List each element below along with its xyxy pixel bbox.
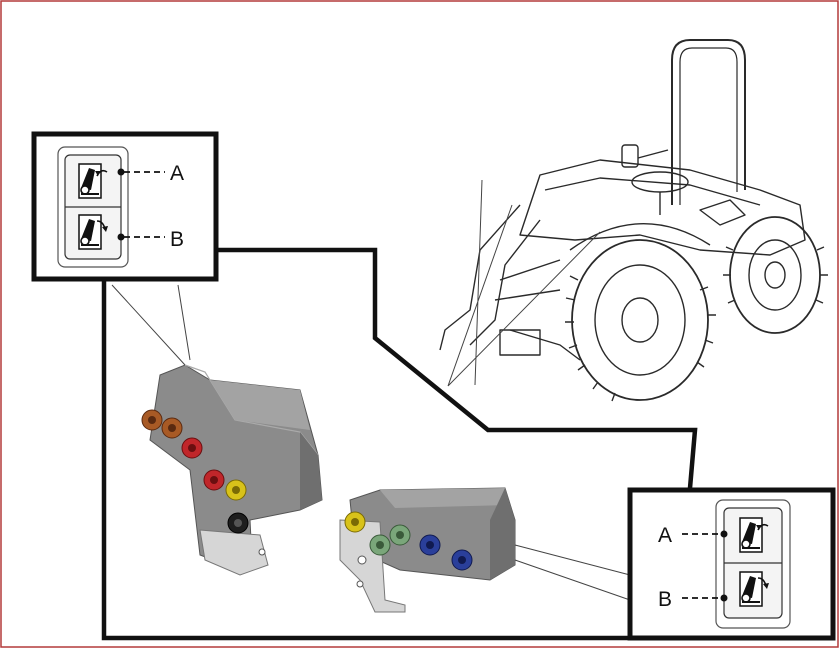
label-b-top: B — [170, 228, 184, 251]
front-coupler-blue-2 — [451, 549, 473, 571]
label-b-bottom: B — [658, 588, 672, 611]
rear-coupler-brown-1 — [141, 409, 163, 431]
rear-coupler-black — [227, 512, 249, 534]
rear-coupler-red-1 — [181, 437, 203, 459]
front-coupler-green-1 — [369, 534, 391, 556]
rear-coupler-yellow — [225, 479, 247, 501]
front-coupler-blue-1 — [419, 534, 441, 556]
front-hydraulic-coupler-block — [339, 487, 516, 613]
front-coupler-green-2 — [389, 524, 411, 546]
rear-coupler-brown-2 — [161, 417, 183, 439]
lift-arm-raise-icon — [739, 517, 769, 553]
lift-arm-lower-icon — [739, 571, 769, 607]
label-a-bottom: A — [658, 524, 672, 547]
grouping-outline — [101, 247, 698, 641]
rear-coupler-red-2 — [203, 469, 225, 491]
rear-hydraulic-coupler-block — [149, 364, 323, 576]
tractor-illustration — [439, 39, 828, 402]
label-a-top: A — [170, 162, 184, 185]
lift-arm-lower-icon — [78, 214, 108, 250]
front-coupler-yellow — [344, 511, 366, 533]
lift-arm-raise-icon — [78, 163, 108, 199]
